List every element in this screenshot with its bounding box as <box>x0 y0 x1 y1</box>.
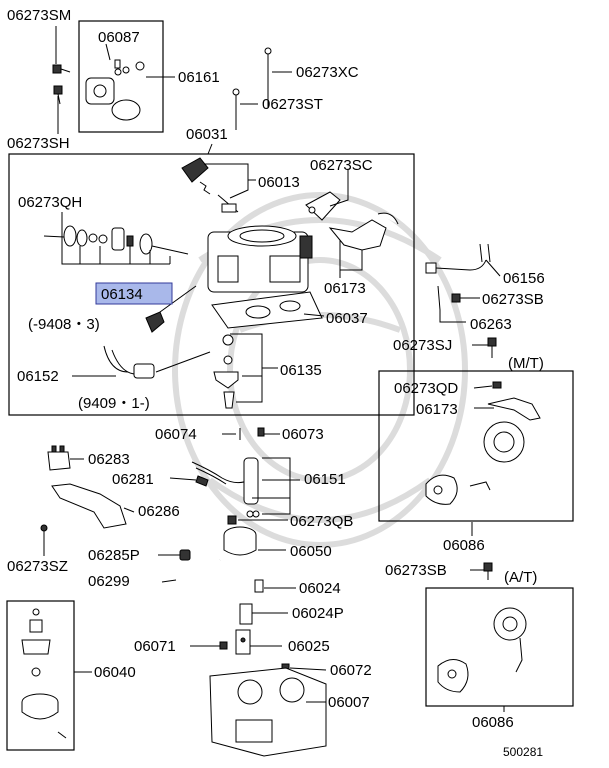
connector-06283 <box>47 445 71 471</box>
label-06285P[interactable]: 06285P <box>88 547 140 564</box>
note-date-from: (9409・1-) <box>78 395 150 412</box>
label-06050[interactable]: 06050 <box>290 543 332 560</box>
solenoid-06152 <box>103 311 165 379</box>
label-06263[interactable]: 06263 <box>470 316 512 333</box>
gasket-06037 <box>211 291 323 329</box>
label-06031[interactable]: 06031 <box>186 126 228 143</box>
label-06273QD[interactable]: 06273QD <box>394 380 458 397</box>
label-06040[interactable]: 06040 <box>94 664 136 681</box>
screw-06273QB <box>227 515 237 525</box>
needle-valve-06134 <box>43 225 189 255</box>
selected-part-highlight <box>95 282 173 305</box>
label-06299[interactable]: 06299 <box>88 573 130 590</box>
screw-06273SM <box>52 64 71 74</box>
pins-06074-06073 <box>239 427 265 440</box>
leader-lines <box>43 26 505 712</box>
label-06273SB-bot[interactable]: 06273SB <box>385 562 447 579</box>
label-06273SZ[interactable]: 06273SZ <box>7 558 68 575</box>
carburetor-body <box>207 225 313 293</box>
cap-06285P <box>179 549 191 561</box>
note-mt: (M/T) <box>508 355 544 372</box>
label-06013[interactable]: 06013 <box>258 174 300 191</box>
dashpot-at <box>437 607 527 693</box>
filter-06050 <box>223 526 257 556</box>
vacuum-hose-06156 <box>425 243 491 274</box>
jets-06135 <box>213 334 239 409</box>
harness-06286 <box>51 483 127 529</box>
label-06152[interactable]: 06152 <box>17 368 59 385</box>
screw-06273SZ <box>40 524 48 548</box>
note-date-until: (-9408・3) <box>28 316 100 333</box>
label-06151[interactable]: 06151 <box>304 471 346 488</box>
choke-lever-06013 <box>181 157 239 213</box>
label-06273QB[interactable]: 06273QB <box>290 513 353 530</box>
label-06087[interactable]: 06087 <box>98 29 140 46</box>
label-06086-at[interactable]: 06086 <box>472 714 514 731</box>
mt-dashpot-box <box>378 370 574 522</box>
label-06273QH[interactable]: 06273QH <box>18 194 82 211</box>
screw-06071 <box>219 641 228 650</box>
label-06086-mt[interactable]: 06086 <box>443 537 485 554</box>
label-06156[interactable]: 06156 <box>503 270 545 287</box>
hose-06299 <box>136 558 221 633</box>
label-06281[interactable]: 06281 <box>112 471 154 488</box>
screw-06273SH <box>53 85 63 105</box>
at-dashpot-box <box>425 587 574 707</box>
bolt-06273ST <box>232 88 240 130</box>
screw-06273SB-bot <box>483 562 493 580</box>
label-06024P[interactable]: 06024P <box>292 605 344 622</box>
label-06024[interactable]: 06024 <box>299 580 341 597</box>
label-06273XC[interactable]: 06273XC <box>296 64 359 81</box>
label-06007[interactable]: 06007 <box>328 694 370 711</box>
pin-06263 <box>437 285 441 311</box>
part-labels: 06273SM 06087 06161 06273SH 06273XC 0627… <box>7 7 545 759</box>
screw-06273SB-top <box>451 293 472 303</box>
sensor-06151 <box>191 457 260 518</box>
label-06074[interactable]: 06074 <box>155 426 197 443</box>
label-06072[interactable]: 06072 <box>330 662 372 679</box>
label-06135[interactable]: 06135 <box>280 362 322 379</box>
label-06073[interactable]: 06073 <box>282 426 324 443</box>
throttle-position-sensor <box>85 59 145 121</box>
bracket-06273SC <box>305 191 341 221</box>
label-06134[interactable]: 06134 <box>101 286 143 303</box>
small-parts-06024-06025 <box>235 579 264 655</box>
dashpot-mt <box>425 381 541 505</box>
diagram-number: 500281 <box>503 745 543 759</box>
label-06283[interactable]: 06283 <box>88 451 130 468</box>
label-06037[interactable]: 06037 <box>326 310 368 327</box>
label-06071[interactable]: 06071 <box>134 638 176 655</box>
label-06173-main[interactable]: 06173 <box>324 280 366 297</box>
injector-06040 <box>21 608 67 739</box>
throttle-linkage-06173 <box>328 212 399 251</box>
label-06273SH[interactable]: 06273SH <box>7 135 70 152</box>
injector-box <box>6 600 75 751</box>
label-06273SB-top[interactable]: 06273SB <box>482 291 544 308</box>
label-06161[interactable]: 06161 <box>178 69 220 86</box>
screw-06281 <box>195 475 209 487</box>
label-06025[interactable]: 06025 <box>288 638 330 655</box>
bolt-06273SJ <box>487 337 497 358</box>
label-06286[interactable]: 06286 <box>138 503 180 520</box>
label-06273SC[interactable]: 06273SC <box>310 157 373 174</box>
throttle-body-06007 <box>209 667 327 757</box>
note-at: (A/T) <box>504 569 537 586</box>
carburetor-assembly-box <box>8 153 415 416</box>
label-06273ST[interactable]: 06273ST <box>262 96 323 113</box>
bolt-06273XC <box>264 47 272 108</box>
label-06273SM[interactable]: 06273SM <box>7 7 71 24</box>
label-06273SJ[interactable]: 06273SJ <box>393 337 452 354</box>
label-06173-mt[interactable]: 06173 <box>416 401 458 418</box>
